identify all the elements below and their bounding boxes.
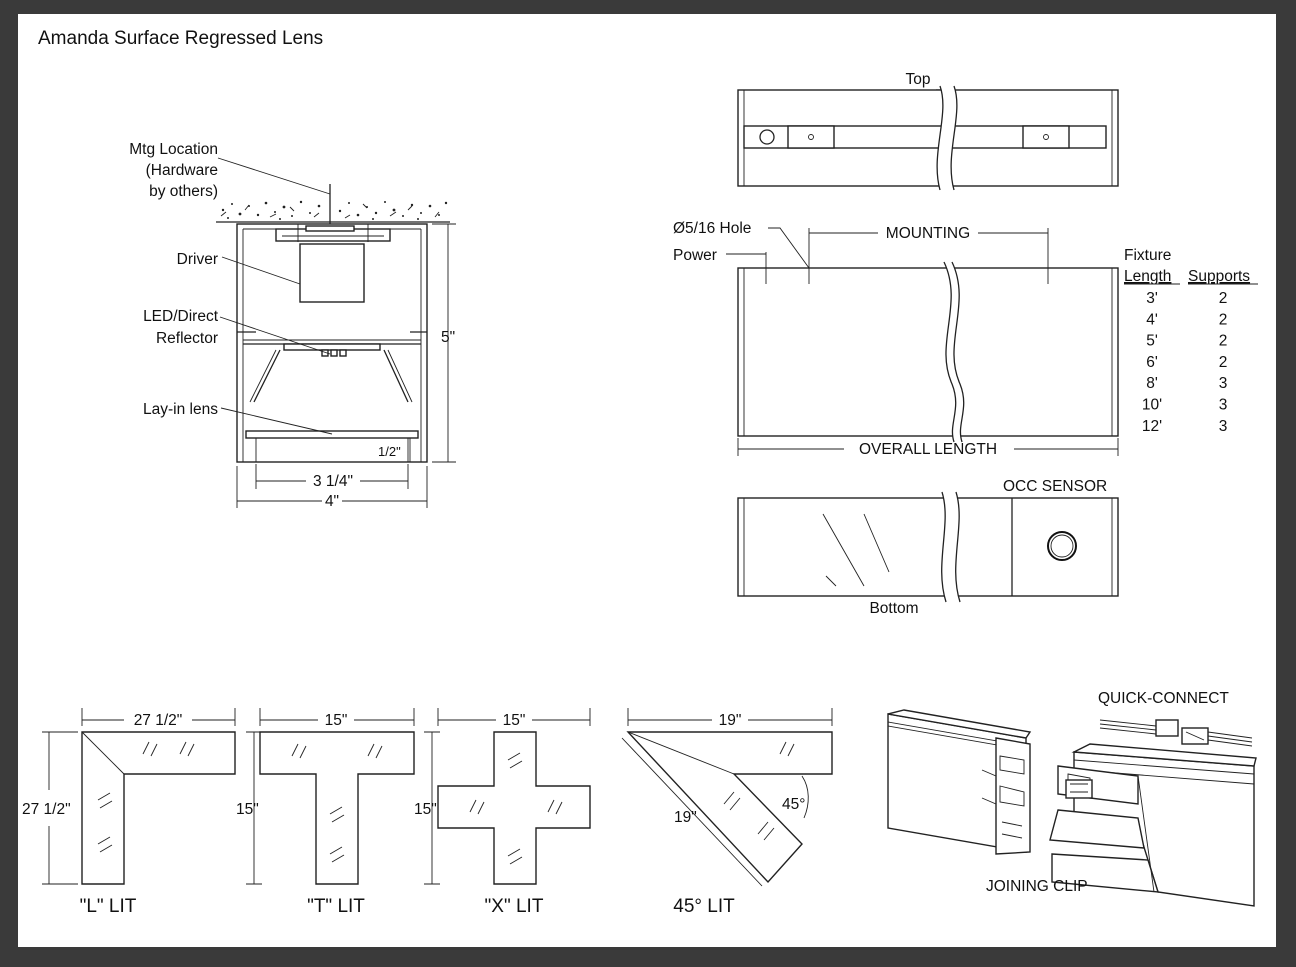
table-row-supports: 3 [1219,397,1228,414]
led-board [283,343,381,357]
bottom-view-label: Bottom [869,600,918,617]
dim-height: 5" [441,329,455,346]
lit-45-angle: 45° [782,796,805,813]
break-line [936,85,958,191]
dim-lens-width: 3 1/4" [313,473,353,490]
occ-sensor [1047,531,1077,561]
l-lit-config: 27 1/2" 27 1/2" "L" LIT [22,708,236,917]
top-view: Top [737,71,1119,191]
table-row-length: 8' [1146,375,1158,392]
power-callout: Power [673,247,717,264]
lit-45-side: 19" [674,809,697,826]
ceiling-surface [216,200,450,223]
table-row-supports: 3 [1219,418,1228,435]
x-lit-config: 15" 15" "X" LIT [414,708,591,917]
t-lit-width: 15" [325,712,348,729]
dim-lens-offset: 1/2" [378,444,401,459]
x-lit-label: "X" LIT [485,896,544,917]
callout-driver: Driver [177,251,218,268]
mounting-bracket-left [787,125,835,149]
dim-width: 4" [325,493,339,510]
t-lit-height: 15" [236,801,259,818]
overall-length-label: OVERALL LENGTH [859,441,997,458]
lit-45-label: 45° LIT [673,896,735,917]
quick-connect-connector [1099,719,1253,747]
x-lit-height: 15" [414,801,437,818]
table-row-length: 6' [1146,354,1158,371]
table-row-length: 3' [1146,290,1158,307]
mounting-bracket-right [1022,125,1070,149]
table-header-length: Length [1124,268,1171,285]
t-lit-config: 15" 15" "T" LIT [236,708,415,917]
callout-mtg-line1: Mtg Location [129,141,218,158]
lay-in-lens [245,430,419,439]
l-lit-label: "L" LIT [80,896,137,917]
callout-led-line1: LED/Direct [143,308,219,325]
table-row-length: 10' [1142,397,1162,414]
callout-led-line2: Reflector [156,330,218,347]
length-view: MOUNTING Ø5/16 Hole Power OVERALL LENGTH [673,220,1119,458]
joining-clip [1065,779,1093,799]
drawing-sheet: Amanda Surface Regressed Lens [18,14,1276,947]
table-row-supports: 2 [1219,354,1228,371]
table-row-length: 5' [1146,333,1158,350]
spec-drawing: Amanda Surface Regressed Lens [22,28,1258,917]
t-lit-label: "T" LIT [307,896,365,917]
table-row-supports: 2 [1219,290,1228,307]
joining-clip-label: JOINING CLIP [986,878,1088,895]
top-view-label: Top [906,71,931,88]
lit-45-config: 19" 45° 19" 45° LIT [621,708,833,917]
table-row-supports: 2 [1219,311,1228,328]
occ-sensor-label: OCC SENSOR [1003,478,1107,495]
table-header-supports: Supports [1188,268,1250,285]
section-view: Mtg Location (Hardware by others) Driver… [129,141,456,510]
l-lit-width: 27 1/2" [134,712,183,729]
left-fixture-section [887,709,1032,855]
mounting-channel [275,224,391,242]
driver-box [299,243,365,303]
table-row-length: 12' [1142,418,1162,435]
mounting-dim-label: MOUNTING [886,225,970,242]
table-row-length: 4' [1146,311,1158,328]
bottom-view: OCC SENSOR Bottom [737,478,1119,617]
table-row-supports: 2 [1219,333,1228,350]
callout-lens: Lay-in lens [143,401,218,418]
quick-connect-label: QUICK-CONNECT [1098,690,1229,707]
power-entry-hole [759,129,775,145]
connection-detail: QUICK-CONNECT [887,690,1257,907]
lit-45-width: 19" [719,712,742,729]
lens-glare-marks [822,513,890,587]
table-header-fixture: Fixture [1124,247,1171,264]
table-row-supports: 3 [1219,375,1228,392]
callout-mtg-line3: by others) [149,183,218,200]
right-fixture-section [1049,743,1257,907]
reflector [253,349,409,403]
drawing-title: Amanda Surface Regressed Lens [38,28,323,49]
hole-callout: Ø5/16 Hole [673,220,751,237]
l-lit-height: 27 1/2" [22,801,71,818]
callout-mtg-line2: (Hardware [146,162,218,179]
x-lit-width: 15" [503,712,526,729]
supports-table: Fixture Length Supports 3' 2 4' 2 5' 2 6' 2 8' 3 1… [1124,247,1258,435]
